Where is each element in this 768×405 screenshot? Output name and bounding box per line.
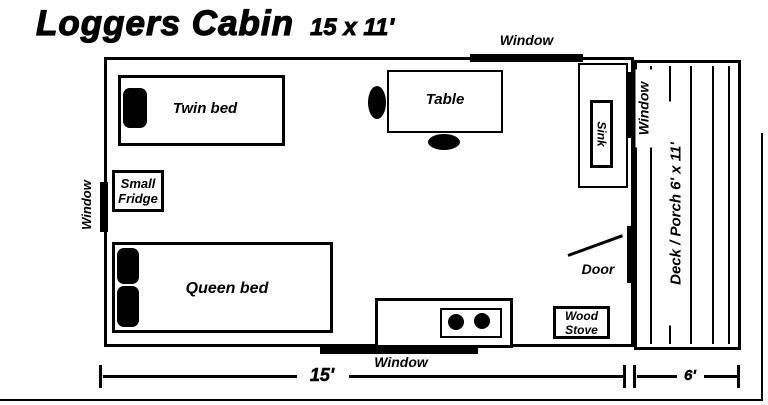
dim-6-label: 6' <box>684 367 696 385</box>
table <box>387 70 503 133</box>
small-fridge-label-line2: Fridge <box>118 191 158 206</box>
dim-15-line-right <box>349 375 623 378</box>
deck-board-line <box>650 66 652 344</box>
small-fridge-label-line1: Small <box>120 176 156 191</box>
table-label: Table <box>425 91 465 109</box>
queen-bed-label: Queen bed <box>185 279 269 297</box>
chair-bottom <box>428 134 460 150</box>
frame-bottom-border <box>0 399 763 401</box>
dim-15-tick-left <box>99 365 102 388</box>
door-label: Door <box>581 260 615 277</box>
burner-circle <box>474 313 490 329</box>
page-title: Loggers Cabin <box>35 3 295 43</box>
wood-stove-label-line1: Wood <box>564 308 599 323</box>
page-title-dimensions: 15 x 11' <box>310 14 395 42</box>
burner-circle <box>448 314 464 330</box>
wood-stove-label-line2: Stove <box>565 322 598 337</box>
frame-right-border <box>761 133 763 401</box>
deck-label: Deck / Porch 6' x 11' <box>666 101 686 326</box>
sink-label: Sink <box>594 121 609 147</box>
queen-bed <box>112 242 333 333</box>
deck-board-line <box>728 66 730 344</box>
window-right-bar <box>627 72 636 138</box>
dim-6-tick-left <box>633 365 636 388</box>
dim-15-tick-right <box>623 365 626 388</box>
dim-6-line-left <box>637 375 677 378</box>
title-row: Loggers Cabin 15 x 11' <box>35 3 395 44</box>
small-fridge: Small Fridge <box>112 170 164 212</box>
window-bottom-bar <box>320 347 478 354</box>
window-top-label: Window <box>499 31 554 48</box>
deck-board-line <box>690 66 692 344</box>
window-top-bar <box>470 54 583 62</box>
twin-bed-pillow <box>123 88 147 128</box>
window-left-label: Window <box>79 180 95 230</box>
dim-6-tick-right <box>737 365 740 388</box>
chair-left <box>368 86 386 119</box>
queen-bed-pillow <box>117 286 139 327</box>
queen-bed-pillow <box>117 248 139 284</box>
window-left-bar <box>100 182 108 232</box>
dim-6-line-right <box>704 375 737 378</box>
door-bar <box>627 226 636 283</box>
dim-15-line-left <box>103 375 297 378</box>
deck-board-line <box>712 66 714 344</box>
window-right-label: Window <box>635 69 653 148</box>
window-bottom-label: Window <box>374 353 428 370</box>
sink-basin: Sink <box>590 100 613 168</box>
twin-bed-label: Twin bed <box>172 100 238 118</box>
wood-stove: Wood Stove <box>553 306 610 339</box>
dim-15-label: 15' <box>309 364 335 385</box>
